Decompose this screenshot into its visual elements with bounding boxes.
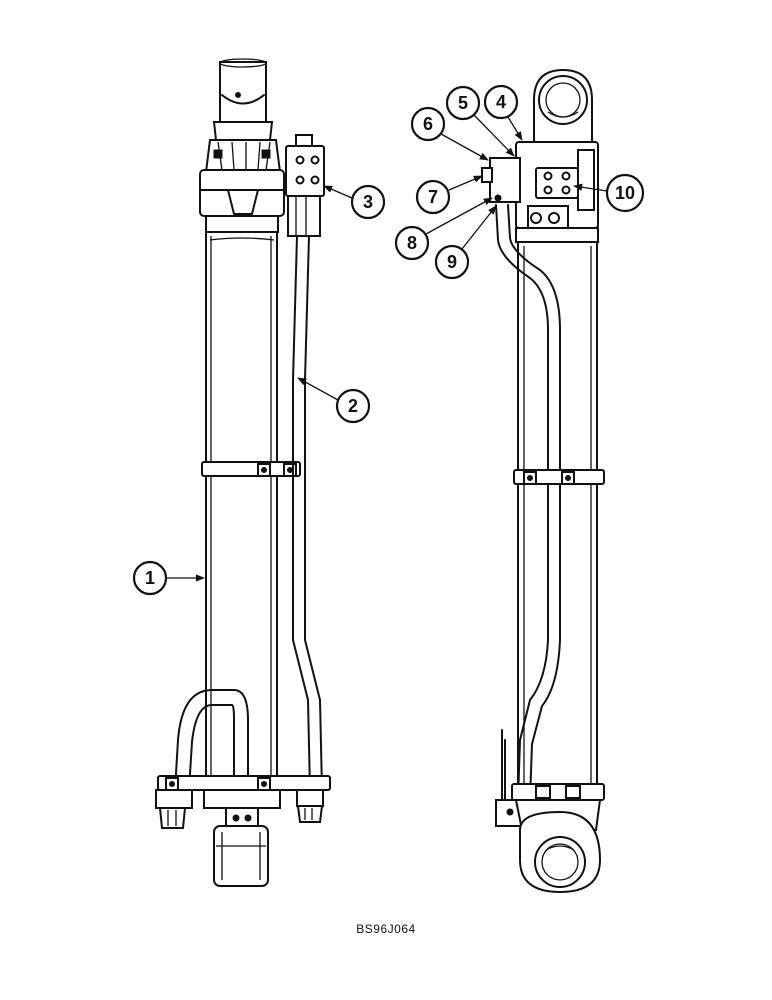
callout-7-circle (415, 179, 451, 215)
callout-7: 7 (415, 175, 483, 215)
callout-10: 10 (573, 173, 645, 213)
callout-10-circle (605, 173, 645, 213)
left-hydraulic-tube (292, 235, 324, 823)
callout-8: 8 (394, 197, 493, 261)
callout-9-label: 9 (447, 252, 457, 272)
right-lower-end (495, 729, 605, 894)
callout-4: 4 (483, 84, 523, 141)
callout-3-circle (350, 184, 386, 220)
right-cylinder-view (481, 68, 605, 894)
callout-8-circle (394, 225, 430, 261)
callout-9: 9 (434, 205, 497, 280)
callout-2-label: 2 (348, 396, 358, 416)
figure-id-caption: BS96J064 (356, 922, 416, 936)
callout-8-label: 8 (407, 233, 417, 253)
right-barrel (517, 241, 598, 786)
left-cylinder-head (199, 139, 285, 233)
callout-3-label: 3 (363, 192, 373, 212)
callout-1-label: 1 (145, 568, 155, 588)
left-cylinder-view (155, 58, 331, 887)
callout-6: 6 (410, 106, 489, 161)
right-middle-clamp (513, 469, 605, 485)
callout-4-circle (483, 84, 519, 120)
callout-4-label: 4 (496, 92, 506, 112)
left-rod-eye (212, 58, 274, 141)
callout-5-circle (445, 85, 481, 121)
callout-6-circle (410, 106, 446, 142)
left-barrel (205, 231, 278, 801)
left-upper-clamp (201, 461, 301, 477)
callout-5-label: 5 (458, 93, 468, 113)
right-top-eye (533, 68, 593, 143)
callout-5: 5 (445, 85, 515, 157)
right-hydraulic-tube (495, 204, 561, 801)
callout-10-label: 10 (615, 183, 635, 203)
callout-9-circle (434, 244, 470, 280)
callout-2-circle (335, 388, 371, 424)
callout-7-label: 7 (428, 187, 438, 207)
right-head-block (481, 141, 599, 243)
callout-6-label: 6 (423, 114, 433, 134)
left-base-end (203, 789, 281, 887)
callout-1: 1 (132, 560, 205, 596)
callout-3: 3 (323, 184, 386, 220)
callout-2: 2 (297, 377, 371, 424)
left-valve-block (285, 134, 325, 237)
